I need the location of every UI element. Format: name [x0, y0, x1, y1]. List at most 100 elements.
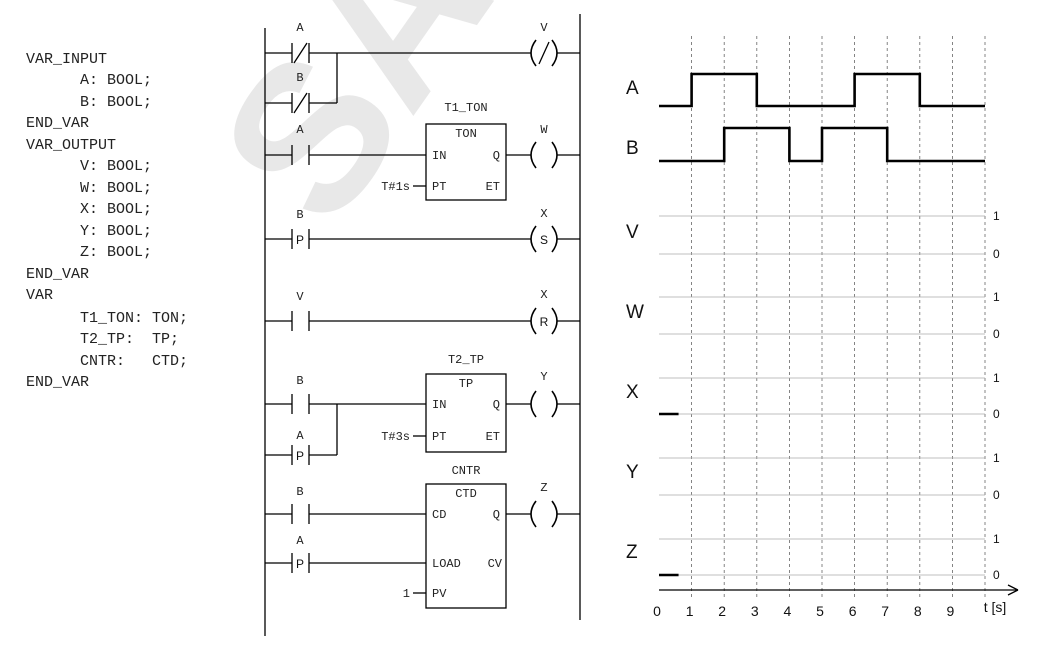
level-label-low: 0	[993, 247, 1000, 261]
preset-value: 1	[403, 587, 410, 601]
decl-line: A: BOOL;	[26, 72, 152, 89]
time-tick-label: 4	[784, 603, 792, 619]
level-label-low: 0	[993, 407, 1000, 421]
time-tick-label: 0	[653, 603, 661, 619]
decl-line: END_VAR	[26, 374, 89, 391]
time-tick-label: 7	[881, 603, 889, 619]
coil-label: V	[540, 21, 548, 35]
contact-label: B	[296, 485, 303, 499]
time-tick-label: 9	[947, 603, 955, 619]
preset-value: T#3s	[381, 430, 410, 444]
tp-block	[425, 373, 507, 453]
level-label-high: 1	[993, 290, 1000, 304]
time-tick-label: 1	[686, 603, 694, 619]
pin-q: Q	[493, 149, 500, 163]
time-tick-label: 8	[914, 603, 922, 619]
rung-4: V R X	[265, 288, 580, 335]
pin-in: IN	[432, 149, 446, 163]
signal-waveform	[659, 126, 985, 163]
decl-line: Y: BOOL;	[26, 223, 152, 240]
block-instance: CNTR	[452, 464, 481, 478]
ladder-diagram: A B V A T1_TON TON IN PT	[264, 14, 581, 636]
time-axis-label: t [s]	[984, 599, 1007, 615]
level-label-high: 1	[993, 371, 1000, 385]
contact-label: B	[296, 71, 303, 85]
rung-3: P B S X	[265, 207, 580, 253]
signal-label: Z	[626, 542, 638, 563]
signal-label: W	[626, 302, 644, 323]
pin-cd: CD	[432, 508, 446, 522]
time-tick-label: 5	[816, 603, 824, 619]
level-label-low: 0	[993, 488, 1000, 502]
pin-load: LOAD	[432, 557, 461, 571]
block-type: CTD	[455, 487, 477, 501]
rung-2: A T1_TON TON IN PT Q ET T#1s W	[265, 101, 580, 201]
signal-label: B	[626, 138, 639, 159]
pin-cv: CV	[488, 557, 503, 571]
level-label-high: 1	[993, 209, 1000, 223]
rung-6: B P A CNTR CTD CD LOAD PV Q CV 1 Z	[265, 464, 580, 609]
decl-line: Z: BOOL;	[26, 244, 152, 261]
contact-label: B	[296, 374, 303, 388]
decl-line: END_VAR	[26, 115, 89, 132]
decl-line: B: BOOL;	[26, 94, 152, 111]
contact-label: B	[296, 208, 303, 222]
coil-label: X	[540, 207, 547, 221]
decl-line: T1_TON: TON;	[26, 310, 188, 327]
pin-q: Q	[493, 508, 500, 522]
decl-line: W: BOOL;	[26, 180, 152, 197]
decl-line: V: BOOL;	[26, 158, 152, 175]
watermark: SAM	[174, 0, 634, 261]
signal-label: Y	[626, 462, 639, 483]
pin-pt: PT	[432, 430, 446, 444]
block-type: TON	[455, 127, 477, 141]
level-label-low: 0	[993, 568, 1000, 582]
block-instance: T1_TON	[444, 101, 487, 115]
pin-q: Q	[493, 398, 500, 412]
rung-1: A B V	[265, 21, 580, 114]
svg-text:SAM: SAM	[174, 0, 634, 261]
decl-line: T2_TP: TP;	[26, 331, 179, 348]
ctd-block	[425, 483, 507, 609]
contact-type: P	[296, 557, 304, 571]
coil-type: S	[540, 233, 548, 247]
variable-declarations: VAR_INPUT A: BOOL; B: BOOL; END_VAR VAR_…	[26, 51, 188, 391]
contact-label: A	[296, 534, 304, 548]
level-label-high: 1	[993, 532, 1000, 546]
decl-line: END_VAR	[26, 266, 89, 283]
contact-label: A	[296, 429, 304, 443]
pin-et: ET	[486, 180, 500, 194]
block-type: TP	[459, 377, 473, 391]
time-tick-label: 3	[751, 603, 759, 619]
decl-line: VAR_INPUT	[26, 51, 107, 68]
coil-label: X	[540, 288, 547, 302]
coil-label: W	[540, 123, 548, 137]
decl-line: X: BOOL;	[26, 201, 152, 218]
pin-pt: PT	[432, 180, 446, 194]
ton-block	[425, 123, 507, 201]
level-label-high: 1	[993, 451, 1000, 465]
decl-line: CNTR: CTD;	[26, 353, 188, 370]
contact-type: P	[296, 233, 304, 247]
level-label-low: 0	[993, 327, 1000, 341]
rung-5: B P A T2_TP TP IN PT Q ET T#3s Y	[265, 353, 580, 465]
signal-label: A	[626, 78, 639, 99]
time-tick-label: 6	[849, 603, 857, 619]
signal-waveform	[659, 72, 985, 108]
block-instance: T2_TP	[448, 353, 484, 367]
contact-label: A	[296, 123, 304, 137]
time-tick-label: 2	[718, 603, 726, 619]
signal-label: V	[626, 222, 639, 243]
pin-et: ET	[486, 430, 500, 444]
time-axis-arrow	[1007, 584, 1019, 596]
contact-label: V	[296, 290, 304, 304]
coil-type: R	[540, 315, 549, 329]
signal-label: X	[626, 382, 639, 403]
preset-value: T#1s	[381, 180, 410, 194]
contact-type: P	[296, 449, 304, 463]
coil-label: Y	[540, 370, 547, 384]
pin-pv: PV	[432, 587, 447, 601]
coil-label: Z	[540, 481, 547, 495]
